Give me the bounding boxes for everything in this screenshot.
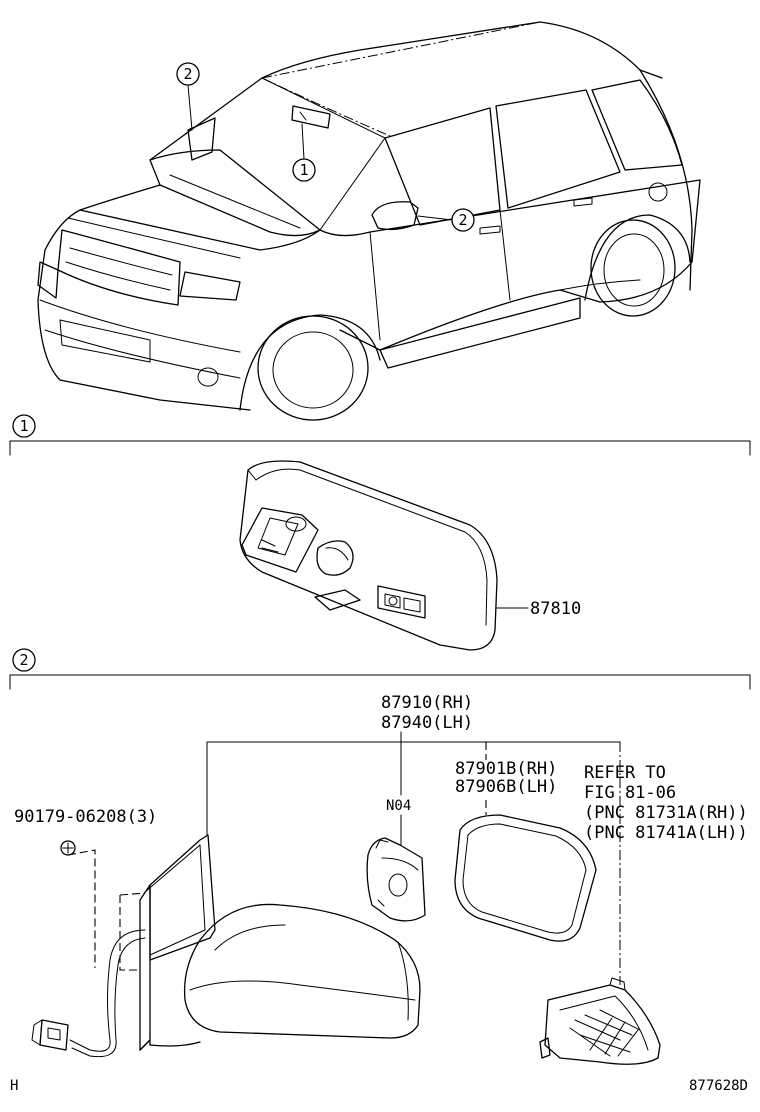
section-1: 1 87810 [9,414,751,651]
outer-mirror-base-drawing [31,834,216,1058]
part-number-outer-mirror-lh: 87940(LH) [381,713,473,733]
part-number-inner-mirror: 87810 [530,599,581,619]
part-number-mirror-glass-rh: 87901B(RH) [455,759,557,779]
refer-to-line-1: REFER TO [584,763,666,783]
vehicle-illustration [37,21,701,421]
outer-mirror-housing-drawing [183,903,421,1039]
mirror-glass-drawing [454,814,597,942]
screw-drawing [60,840,96,968]
refer-to-line-2: FIG 81-06 [584,783,676,803]
section-2: 2 87910(RH) 87940(LH) N04 87901B(RH) 879… [9,648,751,1065]
callout-2-label-windshield: 2 [183,65,192,83]
refer-to-line-3: (PNC 81731A(RH)) [584,803,748,823]
callout-1-label-car: 1 [299,161,308,179]
car-callouts: 2 1 2 [176,62,475,232]
section-2-badge-label: 2 [19,651,28,669]
section-1-badge [12,414,36,438]
turn-signal-lamp-drawing [539,977,661,1065]
part-number-screw: 90179-06208(3) [14,807,157,827]
mirror-motor-drawing [366,837,426,922]
inner-mirror-drawing [239,460,498,651]
section-1-badge-label: 1 [19,417,28,435]
footer-code: H [10,1078,18,1094]
refer-to-line-4: (PNC 81741A(LH)) [584,823,748,843]
part-number-mirror-glass-lh: 87906B(LH) [455,777,557,797]
callout-2-label-door: 2 [458,211,467,229]
section-2-badge [12,648,36,672]
part-number-motor: N04 [386,798,411,814]
figure-number: 877628D [689,1078,748,1094]
part-number-outer-mirror-rh: 87910(RH) [381,693,473,713]
